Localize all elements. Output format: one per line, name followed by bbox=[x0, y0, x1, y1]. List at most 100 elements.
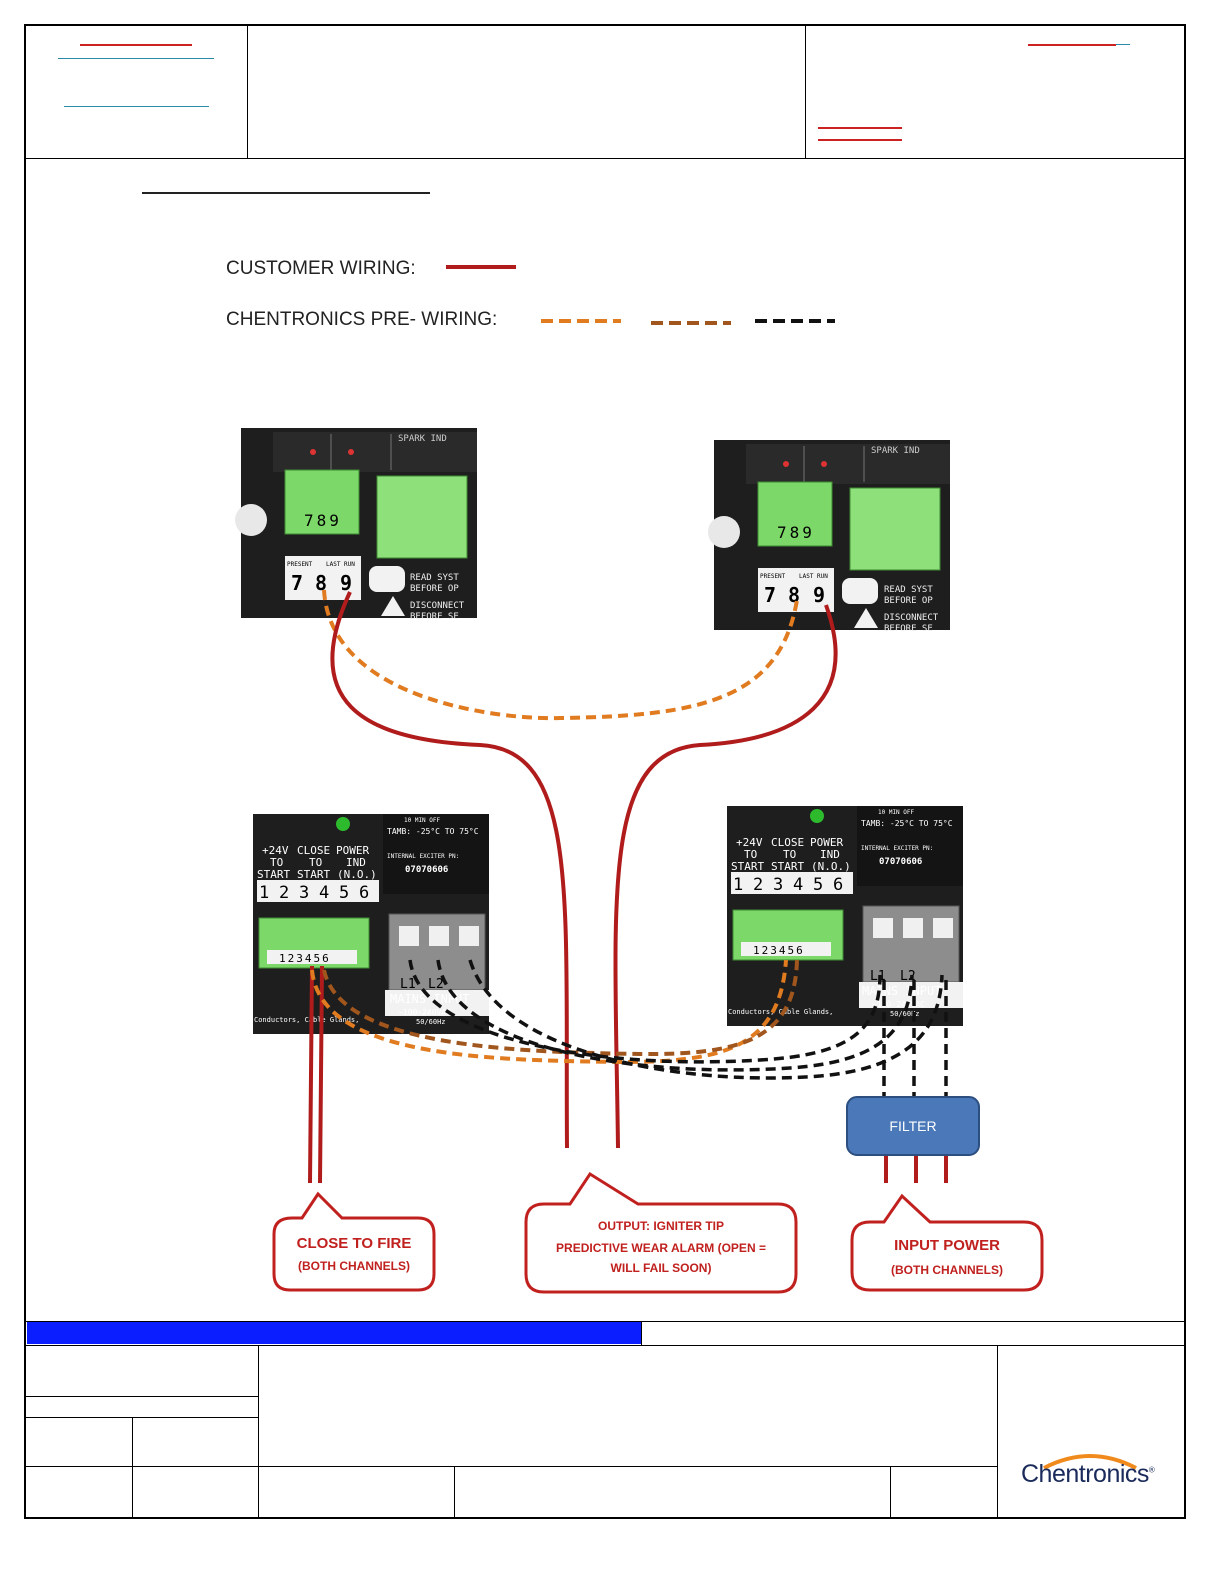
legend-customer-wiring-label: CUSTOMER WIRING: bbox=[226, 258, 416, 279]
footer-left-split bbox=[132, 1417, 133, 1517]
top-right-before-op: BEFORE OP bbox=[884, 596, 933, 606]
bottom-left-label-start-1: START bbox=[257, 868, 290, 881]
callout-close-to-fire-sub: (BOTH CHANNELS) bbox=[298, 1259, 410, 1273]
bottom-left-info-10min: 10 MIN OFF bbox=[404, 817, 441, 824]
bottom-right-digit-row: 1 2 3 4 5 6 bbox=[733, 875, 843, 895]
bottom-left-digit-6: 6 bbox=[359, 883, 369, 903]
header-col-divider-1 bbox=[247, 25, 248, 158]
page-frame bbox=[24, 24, 1186, 1519]
footer-left-row-2 bbox=[24, 1417, 258, 1418]
top-left-before-op: BEFORE OP bbox=[410, 584, 459, 594]
footer-top-line bbox=[24, 1321, 1184, 1322]
bottom-left-label-close: CLOSE bbox=[297, 844, 330, 857]
redacted-mark-5 bbox=[1116, 44, 1130, 45]
redacted-mark-1 bbox=[80, 44, 192, 46]
callout-input-power: INPUT POWER bbox=[894, 1237, 1000, 1254]
bottom-left-label-to-2: TO bbox=[309, 856, 322, 869]
bottom-left-label-no: (N.O.) bbox=[337, 868, 377, 881]
callout-input-power-shape bbox=[850, 1193, 1044, 1292]
redacted-mark-2 bbox=[58, 58, 214, 59]
top-right-digit-7: 7 bbox=[764, 583, 776, 607]
bottom-right-digit-6: 6 bbox=[833, 875, 843, 895]
bottom-right-mains-l1: L1 bbox=[870, 969, 886, 984]
top-left-header-present: PRESENT bbox=[287, 561, 313, 568]
legend-prewiring-label: CHENTRONICS PRE- WIRING: bbox=[226, 309, 498, 330]
callout-output-line3: WILL FAIL SOON) bbox=[611, 1261, 712, 1275]
callout-output-line2: PREDICTIVE WEAR ALARM (OPEN = bbox=[556, 1241, 766, 1255]
bottom-left-info-tamb: TAMB: -25°C TO 75°C bbox=[387, 827, 479, 836]
bottom-right-label-to-2: TO bbox=[783, 848, 796, 861]
bottom-left-plug-numbers: 123456 bbox=[279, 952, 331, 965]
top-right-plug-numbers: 789 bbox=[777, 523, 815, 542]
bottom-right-digit-4: 4 bbox=[793, 875, 803, 895]
callout-output-shape bbox=[524, 1171, 798, 1294]
footer-col-3 bbox=[454, 1466, 455, 1517]
bottom-left-label-ind: IND bbox=[346, 856, 366, 869]
prewire-mains-black-1 bbox=[408, 959, 882, 1064]
bottom-left-label-24v: +24V bbox=[262, 844, 289, 857]
section-title-underline bbox=[142, 192, 430, 194]
prewire-bottom-brown bbox=[322, 959, 799, 1057]
bottom-right-label-to-1: TO bbox=[744, 848, 757, 861]
bottom-right-label-no: (N.O.) bbox=[811, 860, 851, 873]
bottom-left-digit-1: 1 bbox=[259, 883, 269, 903]
top-left-digit-8: 8 bbox=[315, 571, 327, 595]
callout-input-power-sub: (BOTH CHANNELS) bbox=[891, 1263, 1003, 1277]
bottom-right-info-10min: 10 MIN OFF bbox=[878, 809, 915, 816]
bottom-right-label-24v: +24V bbox=[736, 836, 763, 849]
top-right-disconnect: DISCONNECT bbox=[884, 613, 939, 623]
bottom-right-mains-voltage: ~100-240VAC bbox=[872, 1000, 925, 1009]
bottom-right-label-power: POWER bbox=[810, 836, 843, 849]
bottom-right-info-exciter-label: INTERNAL EXCITER PN: bbox=[861, 845, 933, 852]
bottom-right-label-ind: IND bbox=[820, 848, 840, 861]
bottom-right-digit-1: 1 bbox=[733, 875, 743, 895]
prewire-mains-black-2 bbox=[436, 959, 914, 1072]
bottom-right-digit-5: 5 bbox=[813, 875, 823, 895]
company-logo-text: Chentronics bbox=[1021, 1460, 1149, 1488]
footer-line-2 bbox=[24, 1345, 1184, 1346]
top-left-read-system: READ SYST bbox=[410, 573, 459, 583]
redacted-mark-3 bbox=[64, 106, 209, 107]
bottom-left-label-start-2: START bbox=[297, 868, 330, 881]
filter-box bbox=[846, 1096, 980, 1156]
redacted-mark-7 bbox=[818, 139, 902, 141]
footer-col-4 bbox=[890, 1466, 891, 1517]
top-left-digit-7: 7 bbox=[291, 571, 303, 595]
logo-arc-icon bbox=[1043, 1454, 1137, 1470]
bottom-left-digit-row: 1 2 3 4 5 6 bbox=[259, 883, 369, 903]
footer-bottom-row bbox=[24, 1466, 997, 1467]
footer-col-2 bbox=[997, 1345, 998, 1517]
redacted-mark-4 bbox=[1028, 44, 1116, 46]
footer-bar-end bbox=[641, 1321, 642, 1345]
wiring-diagram: 789 PRESENT LAST RUN 7 8 9 SPARK IND REA… bbox=[234, 427, 1044, 1294]
bottom-right-label-start-2: START bbox=[771, 860, 804, 873]
prewire-top-orange bbox=[322, 589, 799, 721]
bottom-left-conductors-note: Conductors, Cable Glands, bbox=[254, 1016, 359, 1024]
bottom-right-info-exciter-pn: 07070606 bbox=[879, 857, 922, 867]
top-right-header-present: PRESENT bbox=[760, 573, 786, 580]
bottom-left-digit-4: 4 bbox=[319, 883, 329, 903]
footer-left-row-1 bbox=[24, 1396, 258, 1397]
bottom-right-plug-numbers: 123456 bbox=[753, 944, 805, 957]
top-right-spark-ind: SPARK IND bbox=[871, 446, 920, 456]
company-logo: Chentronics® bbox=[1021, 1460, 1155, 1489]
bottom-left-mains-voltage: ~100-240VAC bbox=[398, 1008, 451, 1017]
top-right-before-se: BEFORE SE bbox=[884, 624, 933, 634]
top-left-before-se: BEFORE SE bbox=[410, 612, 459, 622]
top-right-header-last-run: LAST RUN bbox=[799, 573, 828, 580]
bottom-right-mains-l2: L2 bbox=[900, 969, 916, 984]
callout-close-to-fire-shape bbox=[272, 1191, 436, 1292]
customer-wire-output-left bbox=[330, 591, 569, 1149]
bottom-left-mains-l2: L2 bbox=[428, 977, 444, 992]
bottom-right-digit-3: 3 bbox=[773, 875, 783, 895]
callout-close-to-fire: CLOSE TO FIRE bbox=[297, 1235, 412, 1252]
bottom-left-info-exciter-pn: 07070606 bbox=[405, 865, 448, 875]
bottom-right-info-tamb: TAMB: -25°C TO 75°C bbox=[861, 819, 953, 828]
customer-wire-close-2 bbox=[318, 965, 324, 1184]
bottom-left-label-power: POWER bbox=[336, 844, 369, 857]
customer-wire-close-1 bbox=[308, 965, 314, 1184]
footer-blue-bar bbox=[27, 1322, 641, 1344]
bottom-left-mains-l1: L1 bbox=[400, 977, 416, 992]
header-col-divider-2 bbox=[805, 25, 806, 158]
header-divider bbox=[24, 158, 1184, 159]
